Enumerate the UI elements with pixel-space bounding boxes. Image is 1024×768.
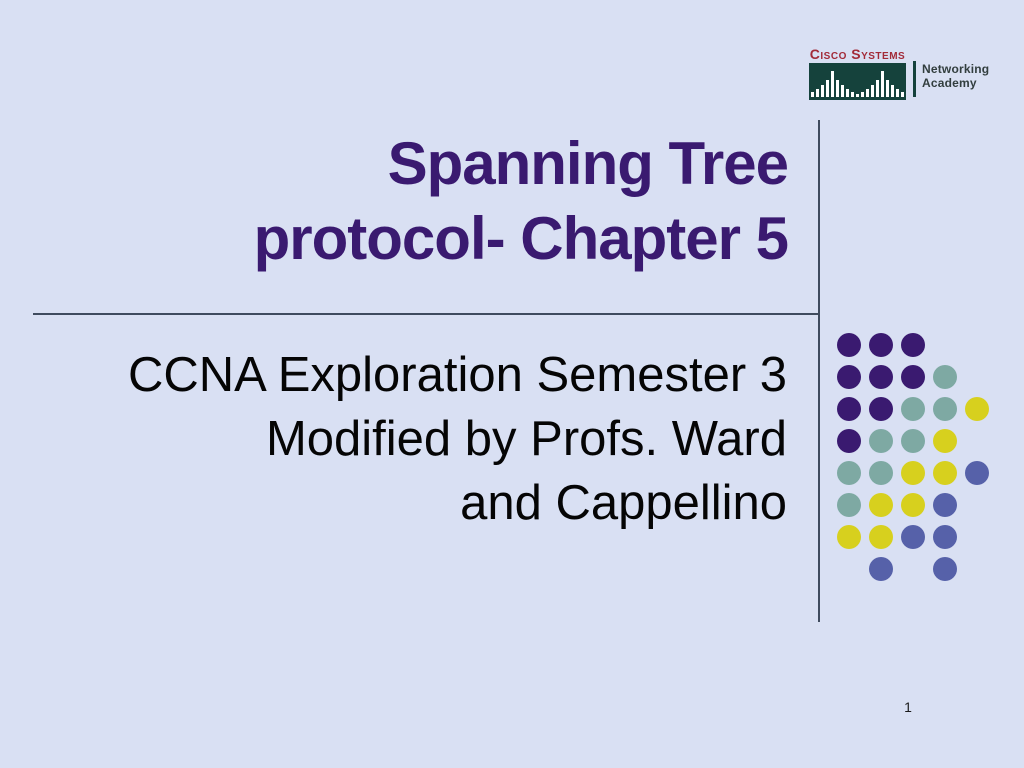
bridge-bar [871, 85, 874, 97]
bridge-bar [846, 89, 849, 97]
page-number: 1 [904, 699, 912, 715]
subtitle-line-3: and Cappellino [460, 476, 787, 530]
title-line-1: Spanning Tree [387, 130, 789, 197]
decor-dot [869, 333, 893, 357]
decor-dot [837, 461, 861, 485]
title-underline-rule [33, 313, 819, 315]
decor-dot [933, 493, 957, 517]
slide-title: Spanning Tree protocol- Chapter 5 [0, 126, 789, 276]
decor-dot [901, 333, 925, 357]
vertical-rule [818, 120, 820, 622]
bridge-bar [876, 80, 879, 97]
decor-dot [965, 397, 989, 421]
subtitle-line-1: CCNA Exploration Semester 3 [127, 348, 787, 402]
bridge-bar [901, 92, 904, 97]
decor-dot [837, 429, 861, 453]
bridge-bar [816, 89, 819, 97]
bridge-bar [851, 92, 854, 97]
cisco-logo: Cisco Systems [809, 47, 906, 100]
logo-divider-bar [913, 61, 916, 97]
bridge-bar [886, 80, 889, 97]
decor-dot [837, 365, 861, 389]
bridge-bar [836, 80, 839, 97]
decor-dot [837, 333, 861, 357]
decor-dot [901, 493, 925, 517]
bridge-bar [861, 92, 864, 97]
decor-dot [869, 429, 893, 453]
decor-dot [869, 365, 893, 389]
bridge-bar [821, 85, 824, 97]
title-line-2: protocol- Chapter 5 [253, 205, 789, 272]
decor-dot [933, 397, 957, 421]
decor-dot [933, 365, 957, 389]
bridge-bar [831, 71, 834, 97]
decor-dot [837, 493, 861, 517]
decor-dot [933, 525, 957, 549]
decor-dot [869, 557, 893, 581]
decor-dot [869, 493, 893, 517]
decor-dot [837, 397, 861, 421]
bridge-bar [856, 94, 859, 97]
decor-dot [869, 525, 893, 549]
bridge-bar [841, 85, 844, 97]
decor-dot [933, 557, 957, 581]
decor-dot [901, 525, 925, 549]
networking-academy-label: Networking Academy [922, 62, 989, 90]
bridge-bar [826, 80, 829, 97]
decor-dot [965, 461, 989, 485]
decor-dot [901, 397, 925, 421]
decor-dot [901, 365, 925, 389]
decor-dot [869, 461, 893, 485]
decor-dot [869, 397, 893, 421]
bridge-bar [881, 71, 884, 97]
academy-line-2: Academy [922, 76, 977, 90]
bridge-bar [891, 85, 894, 97]
decor-dot [933, 461, 957, 485]
slide-subtitle: CCNA Exploration Semester 3 Modified by … [0, 343, 787, 535]
bridge-bar [896, 89, 899, 97]
cisco-wordmark: Cisco Systems [809, 46, 906, 62]
academy-line-1: Networking [922, 62, 990, 76]
decor-dot [901, 461, 925, 485]
decor-dot [933, 429, 957, 453]
bridge-bar [866, 89, 869, 97]
decor-dot [837, 525, 861, 549]
decor-dot [901, 429, 925, 453]
cisco-bridge-icon [809, 63, 906, 100]
bridge-bar [811, 92, 814, 97]
subtitle-line-2: Modified by Profs. Ward [265, 412, 787, 466]
